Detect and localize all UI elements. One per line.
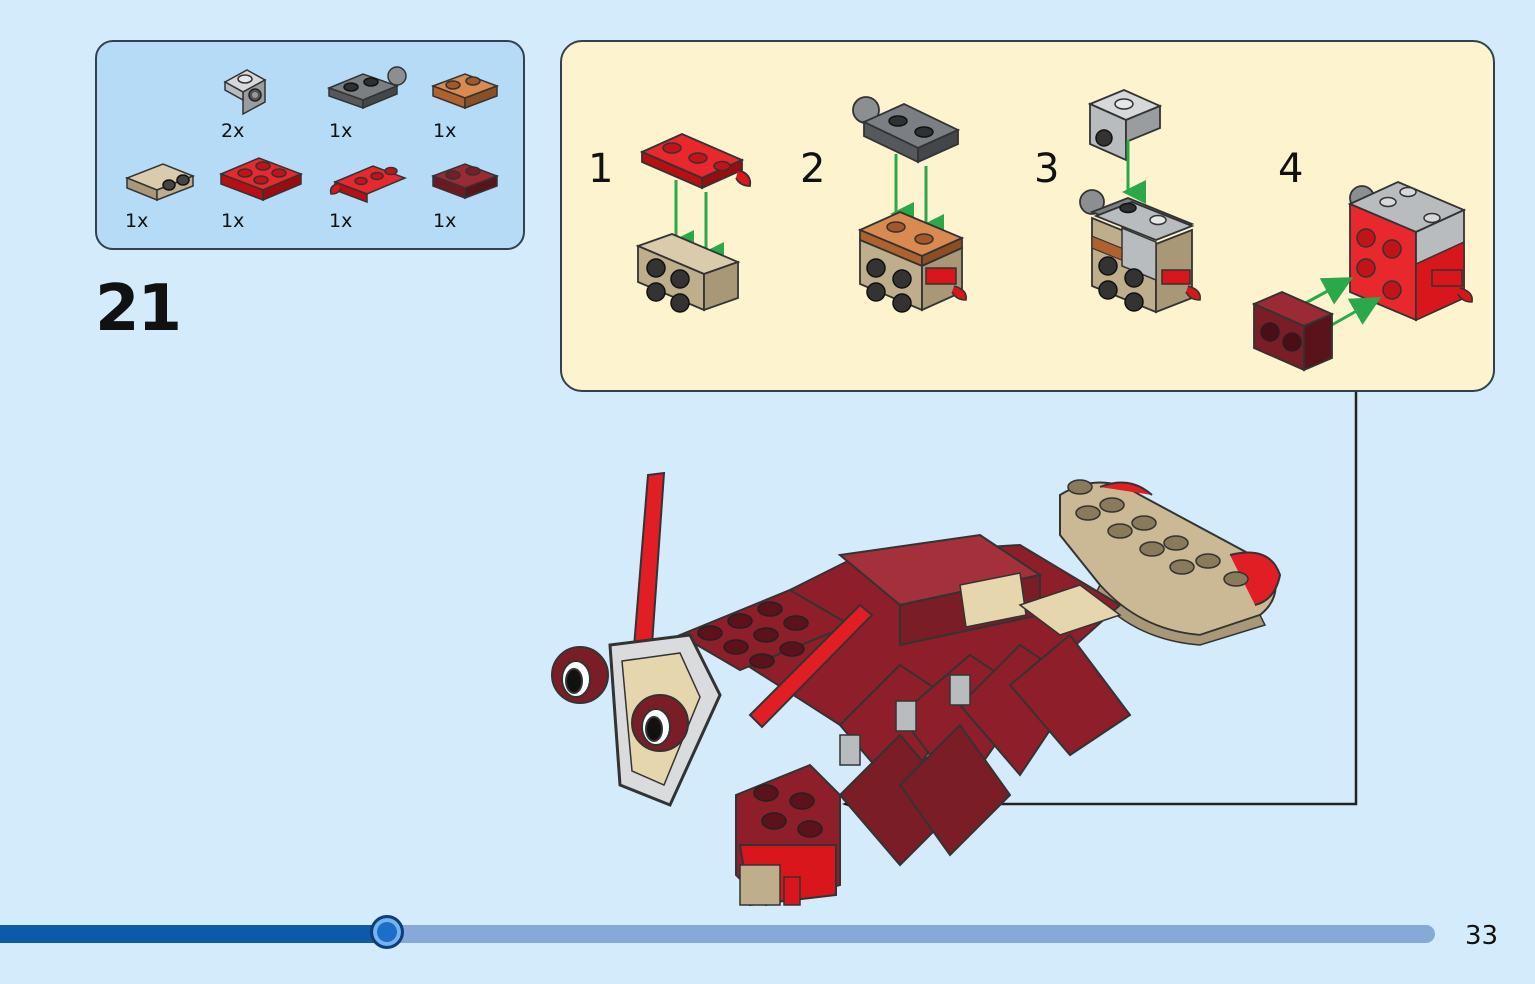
substep-1-assembly — [635, 133, 752, 313]
part-qty: 1x — [125, 210, 149, 232]
parts-list-panel: 2x 1x 1x 1x — [95, 40, 525, 250]
part-qty: 1x — [433, 210, 457, 232]
substep-3-assembly — [1079, 89, 1201, 314]
progress-bar-fill — [0, 925, 387, 943]
substep-number: 2 — [800, 146, 826, 192]
part-qty: 1x — [329, 120, 353, 142]
part-brown-plate-icon — [431, 68, 501, 112]
part-qty: 2x — [221, 120, 245, 142]
substep-2-assembly — [852, 96, 967, 313]
part-tan-bracket-icon — [123, 154, 197, 204]
substep-number: 3 — [1034, 146, 1060, 192]
substep-number: 4 — [1278, 146, 1304, 192]
subassembly-panel: 1 2 3 4 — [560, 40, 1495, 392]
part-dark-red-plate-icon — [431, 158, 501, 202]
progress-bar-knob — [370, 915, 404, 949]
part-light-gray-bracket-icon — [217, 62, 273, 118]
part-qty: 1x — [433, 120, 457, 142]
part-red-plate-2x2-icon — [219, 146, 305, 206]
page-number: 33 — [1465, 921, 1499, 951]
part-qty: 1x — [221, 210, 245, 232]
substep-4-assembly — [1251, 181, 1473, 372]
part-qty: 1x — [329, 210, 353, 232]
main-model-illustration — [551, 471, 1282, 907]
progress-bar — [0, 915, 1435, 949]
substep-number: 1 — [588, 146, 614, 192]
part-red-plate-clip-icon — [327, 154, 411, 204]
part-dark-gray-plate-ball-icon — [327, 64, 413, 114]
step-number: 21 — [95, 272, 182, 346]
subassembly-illustration — [635, 89, 1473, 372]
